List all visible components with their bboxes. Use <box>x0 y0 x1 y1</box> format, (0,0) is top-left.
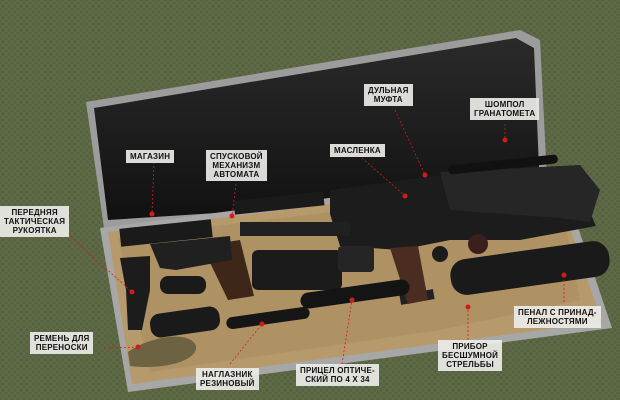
suppressor <box>450 241 610 295</box>
label-remen: РЕМЕНЬ ДЛЯ ПЕРЕНОСКИ <box>30 332 94 354</box>
label-shomopol: ШОМПОЛ ГРАНАТОМЕТА <box>470 98 540 120</box>
sling <box>128 336 197 368</box>
eyecup <box>149 306 221 338</box>
cleaning-rod <box>448 154 558 175</box>
rifle <box>240 165 600 304</box>
label-perednyaya: ПЕРЕДНЯЯ ТАКТИЧЕСКАЯ РУКОЯТКА <box>0 206 70 237</box>
label-dulnaya: ДУЛЬНАЯ МУФТА <box>364 84 413 106</box>
label-naglaznik: НАГЛАЗНИК РЕЗИНОВЫЙ <box>196 368 259 390</box>
tactical-grip <box>120 256 150 330</box>
label-maslenka: МАСЛЕНКА <box>330 144 385 157</box>
label-spuskovoy: СПУСКОВОЙ МЕХАНИЗМ АВТОМАТА <box>206 150 267 181</box>
leader-lines <box>69 109 565 365</box>
oiler <box>468 234 488 254</box>
label-penal: ПЕНАЛ С ПРИНАД- ЛЕЖНОСТЯМИ <box>514 306 601 328</box>
label-pribor: ПРИБОР БЕСШУМНОЙ СТРЕЛЬБЫ <box>438 340 503 371</box>
magazines <box>119 191 325 270</box>
label-magazin: МАГАЗИН <box>126 150 175 163</box>
optical-sight <box>226 279 410 330</box>
label-pritsel: ПРИЦЕЛ ОПТИЧЕ- СКИЙ ПО 4 Х 34 <box>296 364 379 386</box>
